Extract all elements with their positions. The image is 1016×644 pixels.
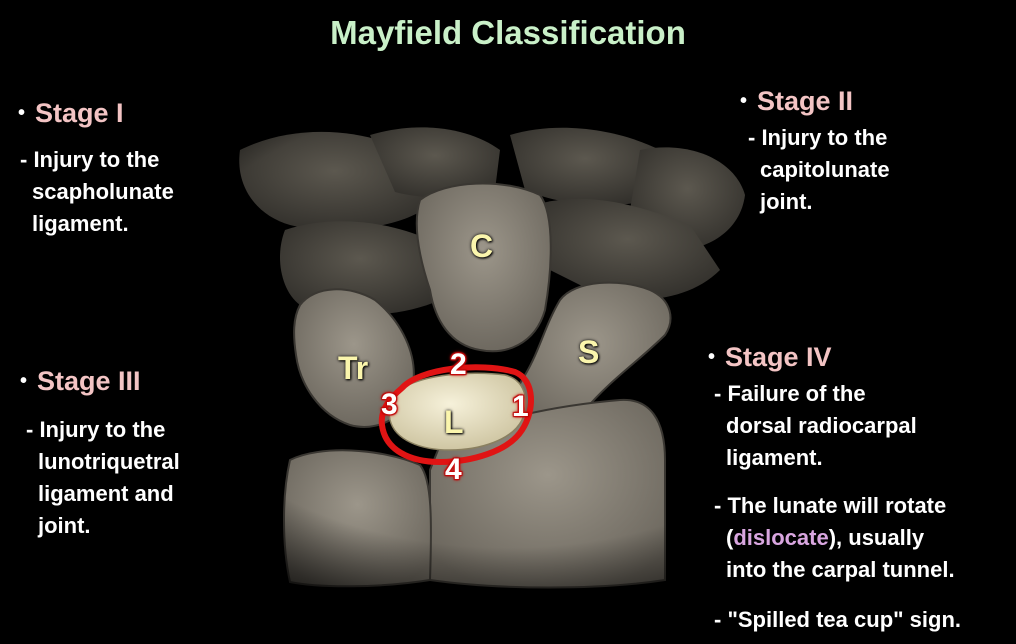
stage-2-line-2: capitolunate	[760, 157, 890, 182]
stage-3-line-3: ligament and	[38, 481, 174, 506]
bullet-icon: •	[18, 102, 26, 124]
stage-3-label: Stage III	[37, 366, 141, 396]
stage-3-line-4: joint.	[38, 513, 91, 538]
stage-4-teacup-line: - "Spilled tea cup" sign.	[714, 607, 962, 632]
stage-1-line-1: - Injury to the	[20, 147, 160, 172]
stage-4-line-1: - Failure of the	[714, 381, 866, 406]
stage-2-heading: • Stage II	[740, 86, 853, 117]
stage-4-rotate-line-2: (dislocate), usually	[714, 522, 955, 554]
ring-number-3: 3	[381, 388, 398, 421]
stage-4-rotation-note: - The lunate will rotate (dislocate), us…	[714, 490, 955, 586]
ring-number-1: 1	[512, 390, 529, 423]
capitate-bone	[415, 182, 552, 353]
capitate-label: C	[470, 228, 494, 264]
stage-4-heading: • Stage IV	[708, 342, 832, 373]
stage-4-rotate-line-3: into the carpal tunnel.	[726, 557, 955, 582]
stage-4-rotate-line-1: - The lunate will rotate	[714, 493, 947, 518]
stage-2-line-3: joint.	[760, 189, 813, 214]
stage-3-line-1: - Injury to the	[26, 417, 166, 442]
stage-2-description: - Injury to the capitolunate joint.	[748, 122, 890, 218]
stage-4-teacup-note: - "Spilled tea cup" sign.	[714, 604, 961, 636]
bullet-icon: •	[740, 90, 748, 112]
dislocate-term: dislocate	[733, 525, 829, 550]
ring-number-4: 4	[445, 453, 462, 486]
ring-number-2: 2	[450, 348, 467, 381]
triquetrum-label: Tr	[338, 350, 369, 386]
scaphoid-label: S	[578, 334, 600, 370]
stage-4-line-3: ligament.	[726, 445, 823, 470]
stage-2-label: Stage II	[757, 86, 854, 116]
stage-3-description: - Injury to the lunotriquetral ligament …	[26, 414, 180, 542]
stage-4-description: - Failure of the dorsal radiocarpal liga…	[714, 378, 917, 474]
stage-4-label: Stage IV	[725, 342, 832, 372]
rotate-open-paren: (	[726, 525, 734, 550]
stage-1-line-2: scapholunate	[32, 179, 174, 204]
stage-1-line-3: ligament.	[32, 211, 129, 236]
ulna-bone	[283, 449, 432, 588]
rotate-close-text: ), usually	[828, 525, 925, 550]
stage-1-label: Stage I	[35, 98, 124, 128]
stage-2-line-1: - Injury to the	[748, 125, 888, 150]
stage-1-description: - Injury to the scapholunate ligament.	[20, 144, 174, 240]
bullet-icon: •	[708, 346, 716, 368]
bullet-icon: •	[20, 370, 28, 392]
stage-4-line-2: dorsal radiocarpal	[726, 413, 917, 438]
lunate-label: L	[444, 404, 464, 440]
slide-title: Mayfield Classification	[330, 14, 686, 51]
stage-1-heading: • Stage I	[18, 98, 124, 129]
stage-3-line-2: lunotriquetral	[38, 449, 180, 474]
stage-3-heading: • Stage III	[20, 366, 141, 397]
